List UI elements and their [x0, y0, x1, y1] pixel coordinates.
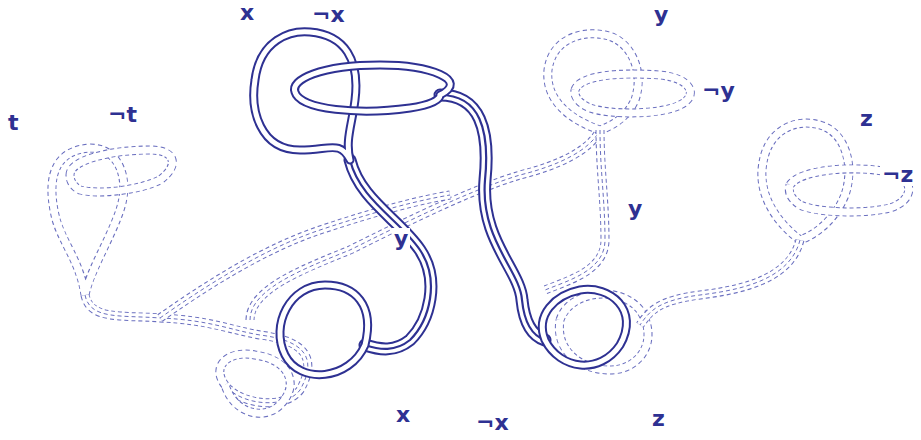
variable-label: z: [650, 408, 667, 430]
variable-label: y: [392, 228, 410, 250]
faded-strands: [52, 34, 909, 413]
variable-label: ¬y: [700, 80, 737, 102]
variable-label: y: [652, 4, 670, 26]
variable-label: ¬z: [880, 164, 915, 186]
variable-label: y: [626, 198, 644, 220]
variable-label: z: [858, 108, 875, 130]
variable-label: x: [394, 404, 412, 426]
variable-label: ¬t: [106, 104, 139, 126]
variable-label: t: [6, 112, 21, 134]
variable-label: ¬x: [474, 412, 511, 434]
variable-label: x: [238, 2, 256, 24]
variable-label: ¬x: [310, 4, 347, 26]
solid-strands: [254, 32, 627, 375]
